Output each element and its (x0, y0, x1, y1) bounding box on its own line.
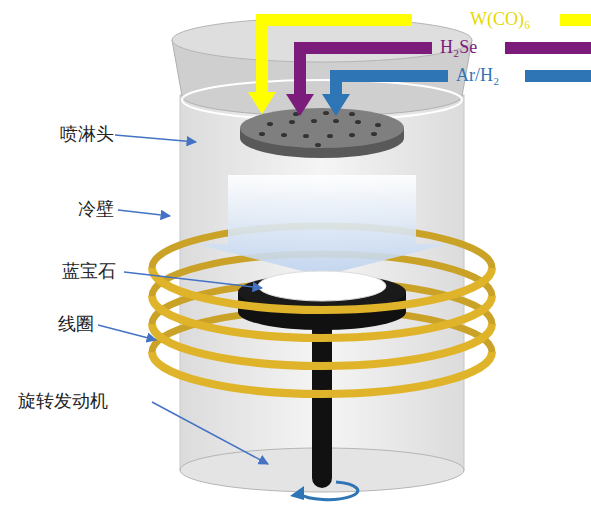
gas-flow-arrow (196, 175, 448, 276)
part-name: 线圈 (58, 314, 94, 334)
showerhead (240, 108, 404, 148)
gas-arrowheads (248, 92, 350, 116)
part-name: 蓝宝石 (62, 261, 116, 281)
coil-front (152, 268, 492, 394)
gas-source-label: W(CO)₆ (470, 9, 530, 29)
leader-lines (98, 135, 268, 464)
showerhead-holes (259, 111, 381, 147)
gas-source-label: H₂Se (440, 37, 477, 57)
part-name: 旋转发动机 (18, 391, 108, 411)
gas-source-label: Ar/H₂ (456, 65, 499, 85)
rotation-arrowhead (290, 486, 304, 500)
part-name: 喷淋头 (60, 124, 114, 144)
gas-lines (262, 20, 591, 94)
rotation-shaft (312, 325, 332, 488)
sapphire-substrate (258, 271, 386, 301)
rotation-arrow (300, 482, 358, 500)
part-name: 冷壁 (78, 199, 114, 219)
